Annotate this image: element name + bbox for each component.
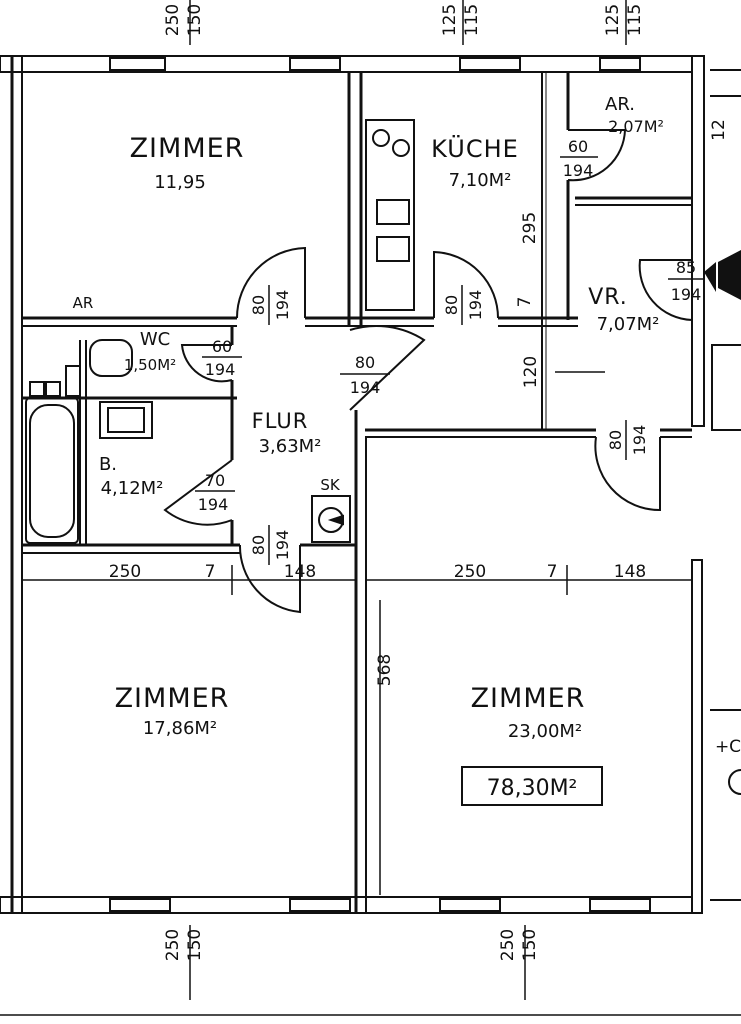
room-label-sk: SK	[320, 476, 341, 494]
dimension-label: 7	[547, 562, 558, 582]
door-wc-label: 60 194	[202, 337, 242, 379]
dimension-label: 125	[440, 4, 460, 36]
door-height-label: 194	[671, 285, 702, 304]
windows	[109, 57, 651, 912]
room-label-vr: VR.	[588, 285, 628, 310]
door-height-label: 194	[198, 495, 229, 514]
room-area-zimmer-bottom-right: 23,00M²	[508, 721, 582, 742]
dimension-label: 250	[498, 929, 518, 961]
dimension-label: 150	[185, 929, 205, 961]
dimension-label: 115	[625, 4, 645, 36]
room-area-zimmer-bottom-left: 17,86M²	[143, 718, 217, 739]
door-height-label: 194	[273, 530, 292, 561]
door-zimmer-br-label: 80 194	[606, 420, 649, 460]
stove-burner-icon	[392, 139, 410, 157]
door-width-label: 85	[676, 258, 696, 277]
edge-mark-label: 12	[709, 119, 729, 141]
dimension-label: 568	[375, 654, 395, 686]
room-area-zimmer-top-left: 11,95	[154, 172, 206, 193]
dimension-label: 150	[185, 4, 205, 36]
dimension-label: 7	[515, 297, 535, 308]
oven-icon	[376, 236, 410, 262]
room-label-ar: AR.	[605, 94, 635, 115]
room-label-bad: B.	[99, 454, 117, 475]
dimension-label: 7	[205, 562, 216, 582]
door-width-label: 80	[442, 295, 461, 315]
total-area-box	[461, 766, 603, 806]
dimension-label: 250	[163, 4, 183, 36]
room-label-zimmer-bottom-left: ZIMMER	[115, 683, 230, 714]
door-width-label: 60	[212, 337, 232, 356]
stove-burner-icon	[372, 129, 390, 147]
dimension-label: 120	[521, 356, 541, 388]
room-area-ar: 2,07M²	[608, 117, 664, 136]
room-label-zimmer-bottom-right: ZIMMER	[471, 683, 586, 714]
dimension-label: 125	[603, 4, 623, 36]
dimension-label: 150	[520, 929, 540, 961]
right-edge-marks	[710, 69, 741, 901]
door-width-label: 80	[249, 535, 268, 555]
door-zimmer-tl-label: 80 194	[249, 285, 292, 325]
room-area-bad: 4,12M²	[101, 478, 164, 499]
door-vr-entry-label: 85 194	[668, 258, 704, 304]
room-label-kueche: KÜCHE	[431, 134, 519, 163]
bathtub-icon	[25, 397, 79, 544]
bathroom-fixtures	[25, 339, 153, 544]
toilet-icon	[89, 339, 133, 377]
door-bad-label: 70 194	[195, 471, 235, 514]
dimension-label: 295	[520, 212, 540, 244]
sk-shaft-icon	[318, 507, 344, 533]
total-area-label: 78,30M²	[487, 776, 578, 801]
room-label-zimmer-top-left: ZIMMER	[130, 133, 245, 164]
dimension-label: 250	[109, 562, 141, 582]
dimension-label: 115	[462, 4, 482, 36]
kitchen-counter	[365, 119, 415, 311]
door-kueche-v-label: 80 194	[442, 285, 485, 325]
door-width-label: 70	[205, 471, 225, 490]
door-width-label: 80	[606, 430, 625, 450]
door-flur-main-label: 80 194	[340, 353, 390, 397]
door-height-label: 194	[273, 290, 292, 321]
door-width-label: 80	[249, 295, 268, 315]
entry-arrow-icon	[718, 250, 741, 300]
room-area-flur: 3,63M²	[259, 436, 322, 457]
dimension-label: 250	[454, 562, 486, 582]
door-zimmer-bl-label: 80 194	[249, 525, 292, 565]
door-kueche-ar-label: 60 194	[560, 137, 598, 180]
door-height-label: 194	[466, 290, 485, 321]
dimension-label: 148	[614, 562, 646, 582]
sink-icon	[99, 401, 153, 439]
room-area-kueche: 7,10M²	[449, 170, 512, 191]
walls	[0, 55, 705, 914]
door-height-label: 194	[205, 360, 236, 379]
door-height-label: 194	[630, 425, 649, 456]
room-area-wc: 1,50M²	[124, 356, 176, 374]
dimension-label: 250	[163, 929, 183, 961]
room-label-wc: WC	[140, 329, 170, 350]
door-swings	[163, 129, 693, 614]
door-height-label: 194	[350, 378, 381, 397]
oven-icon	[376, 199, 410, 225]
edge-mark-label: +C	[715, 737, 741, 757]
door-width-label: 80	[355, 353, 375, 372]
room-area-vr: 7,07M²	[597, 314, 660, 335]
dimension-label: 148	[284, 562, 316, 582]
door-height-label: 194	[563, 161, 594, 180]
room-label-flur: FLUR	[252, 409, 309, 433]
room-label-ar-small: AR	[73, 294, 94, 312]
entry-arrow-icon	[704, 262, 716, 292]
door-width-label: 60	[568, 137, 588, 156]
